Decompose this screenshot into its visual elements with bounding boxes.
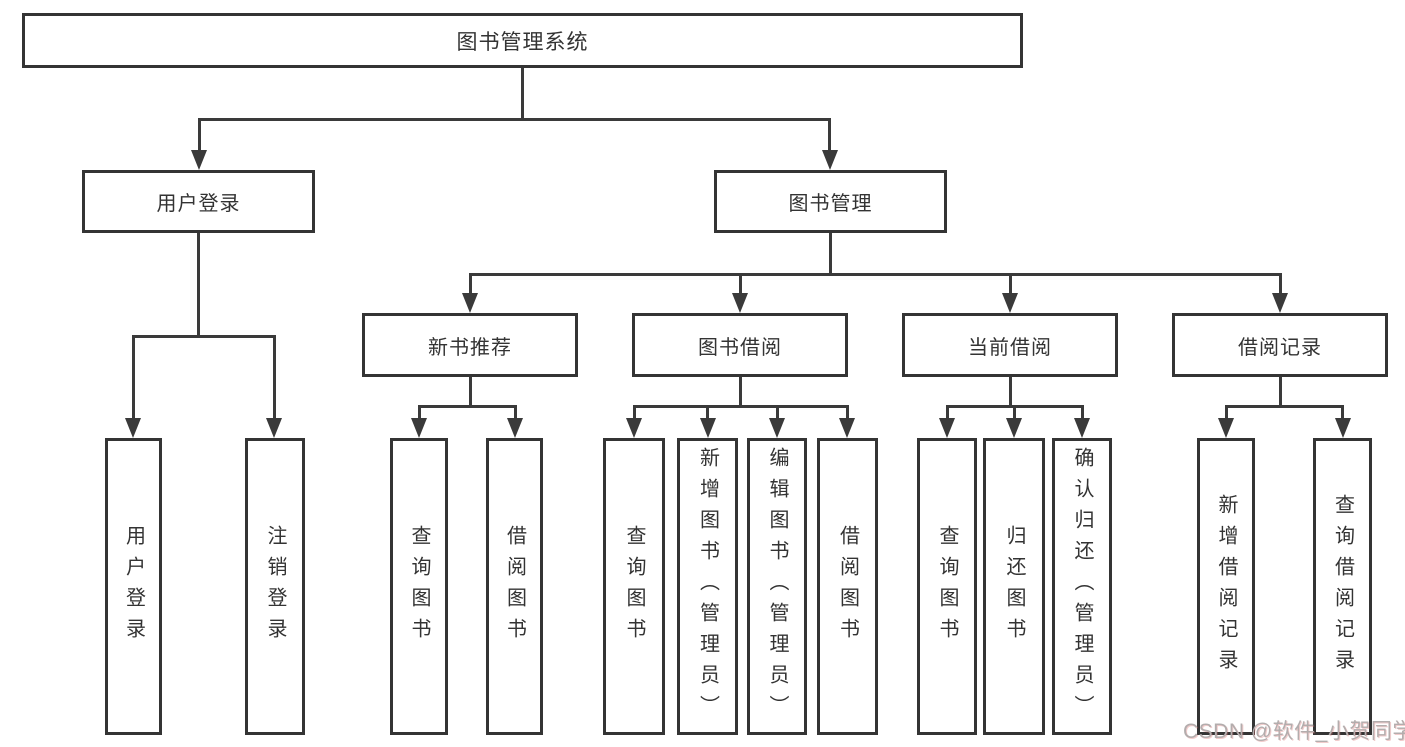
connector-to-rec-borrow [513,405,517,421]
connector-to-leaf-logout [272,335,276,421]
leaf-current-confirm-return-admin: 确认归还（管理员） [1052,438,1112,735]
leaf-records-add-record: 新增借阅记录 [1197,438,1255,735]
arrow-down-icon [1074,418,1090,438]
node-borrowing-records-label: 借阅记录 [1238,336,1322,359]
leaf-current-confirm-return-admin-label: 确认归还（管理员） [1071,447,1093,726]
arrow-down-icon [626,418,642,438]
connector-to-bb-query [632,405,636,421]
arrow-down-icon [1002,293,1018,313]
node-library-system: 图书管理系统 [22,13,1023,68]
connector-records-branch [1224,405,1344,408]
leaf-borrowing-query-books: 查询图书 [603,438,665,735]
node-new-book-recommendation: 新书推荐 [362,313,578,377]
connector-to-current-borrowing [1008,273,1012,298]
arrow-down-icon [1334,418,1351,438]
leaf-borrowing-borrow-books-label: 借阅图书 [836,524,859,649]
connector-book-management-stem [828,233,832,273]
leaf-recommend-borrow-books: 借阅图书 [486,438,543,735]
connector-user-login-stem [197,233,200,335]
leaf-current-return-books: 归还图书 [983,438,1045,735]
leaf-records-query-record-label: 查询借阅记录 [1331,493,1354,680]
connector-to-new-book-recommendation [468,273,472,298]
leaf-borrowing-edit-books-admin-label: 编辑图书（管理员） [766,447,788,726]
node-new-book-recommendation-label: 新书推荐 [428,336,512,359]
connector-recommendation-stem [468,377,472,405]
arrow-down-icon [1218,418,1234,438]
connector-to-book-management [828,118,831,154]
connector-to-br-query [1341,405,1344,421]
leaf-borrowing-add-books-admin-label: 新增图书（管理员） [696,447,719,726]
connector-recommendation-branch [417,405,517,408]
node-book-management: 图书管理 [714,170,947,233]
node-borrowing-records: 借阅记录 [1172,313,1388,377]
node-library-system-label: 图书管理系统 [456,30,589,54]
leaf-current-query-books: 查询图书 [917,438,977,735]
arrow-down-icon [411,418,427,438]
leaf-logout-label: 注销登录 [264,524,286,649]
connector-records-stem [1278,377,1282,405]
node-current-borrowing: 当前借阅 [902,313,1118,377]
connector-to-cb-confirm [1080,405,1084,421]
connector-book-management-branch [468,273,1282,276]
node-book-management-label: 图书管理 [788,193,873,215]
connector-to-bb-edit [775,405,779,421]
arrow-down-icon [1272,293,1288,313]
node-user-login: 用户登录 [82,170,315,233]
connector-to-cb-return [1012,405,1016,421]
arrow-down-icon [732,293,748,313]
csdn-watermark: CSDN @软件_小贺同学 [1183,720,1405,743]
leaf-records-add-record-label: 新增借阅记录 [1215,493,1237,680]
connector-root-stem [520,68,524,118]
leaf-recommend-query-books: 查询图书 [390,438,448,735]
leaf-recommend-query-books-label: 查询图书 [408,524,430,649]
connector-to-user-login [197,118,201,154]
connector-to-rec-query [417,405,421,421]
connector-to-br-add [1224,405,1228,421]
connector-to-book-borrowing [738,273,742,298]
node-user-login-label: 用户登录 [156,193,241,215]
arrow-down-icon [125,418,141,438]
connector-root-branch [197,118,831,121]
node-current-borrowing-label: 当前借阅 [968,336,1052,359]
leaf-borrowing-edit-books-admin: 编辑图书（管理员） [747,438,807,735]
connector-to-cb-query [945,405,949,421]
arrow-down-icon [1006,418,1022,438]
leaf-user-login: 用户登录 [105,438,162,735]
arrow-down-icon [839,418,855,438]
connector-user-login-branch [131,335,276,338]
leaf-user-login-label: 用户登录 [122,524,145,649]
connector-borrowing-branch [632,405,849,408]
arrow-down-icon [191,150,207,170]
connector-to-borrowing-records [1278,273,1282,298]
arrow-down-icon [507,418,523,438]
connector-borrowing-stem [738,377,742,405]
arrow-down-icon [462,293,478,313]
node-book-borrowing-label: 图书借阅 [698,336,782,359]
leaf-records-query-record: 查询借阅记录 [1313,438,1372,735]
arrow-down-icon [821,150,838,170]
leaf-logout: 注销登录 [245,438,305,735]
connector-to-bb-borrow [845,405,849,421]
arrow-down-icon [939,418,955,438]
leaf-borrowing-borrow-books: 借阅图书 [817,438,878,735]
leaf-borrowing-add-books-admin: 新增图书（管理员） [677,438,738,735]
leaf-borrowing-query-books-label: 查询图书 [623,524,645,649]
node-book-borrowing: 图书借阅 [632,313,848,377]
leaf-current-query-books-label: 查询图书 [936,524,958,649]
arrow-down-icon [769,418,785,438]
connector-to-bb-add [706,405,709,421]
connector-to-leaf-user-login [131,335,135,421]
arrow-down-icon [699,418,716,438]
arrow-down-icon [266,418,282,438]
leaf-current-return-books-label: 归还图书 [1003,524,1025,649]
connector-current-stem [1008,377,1012,405]
leaf-recommend-borrow-books-label: 借阅图书 [503,524,526,649]
